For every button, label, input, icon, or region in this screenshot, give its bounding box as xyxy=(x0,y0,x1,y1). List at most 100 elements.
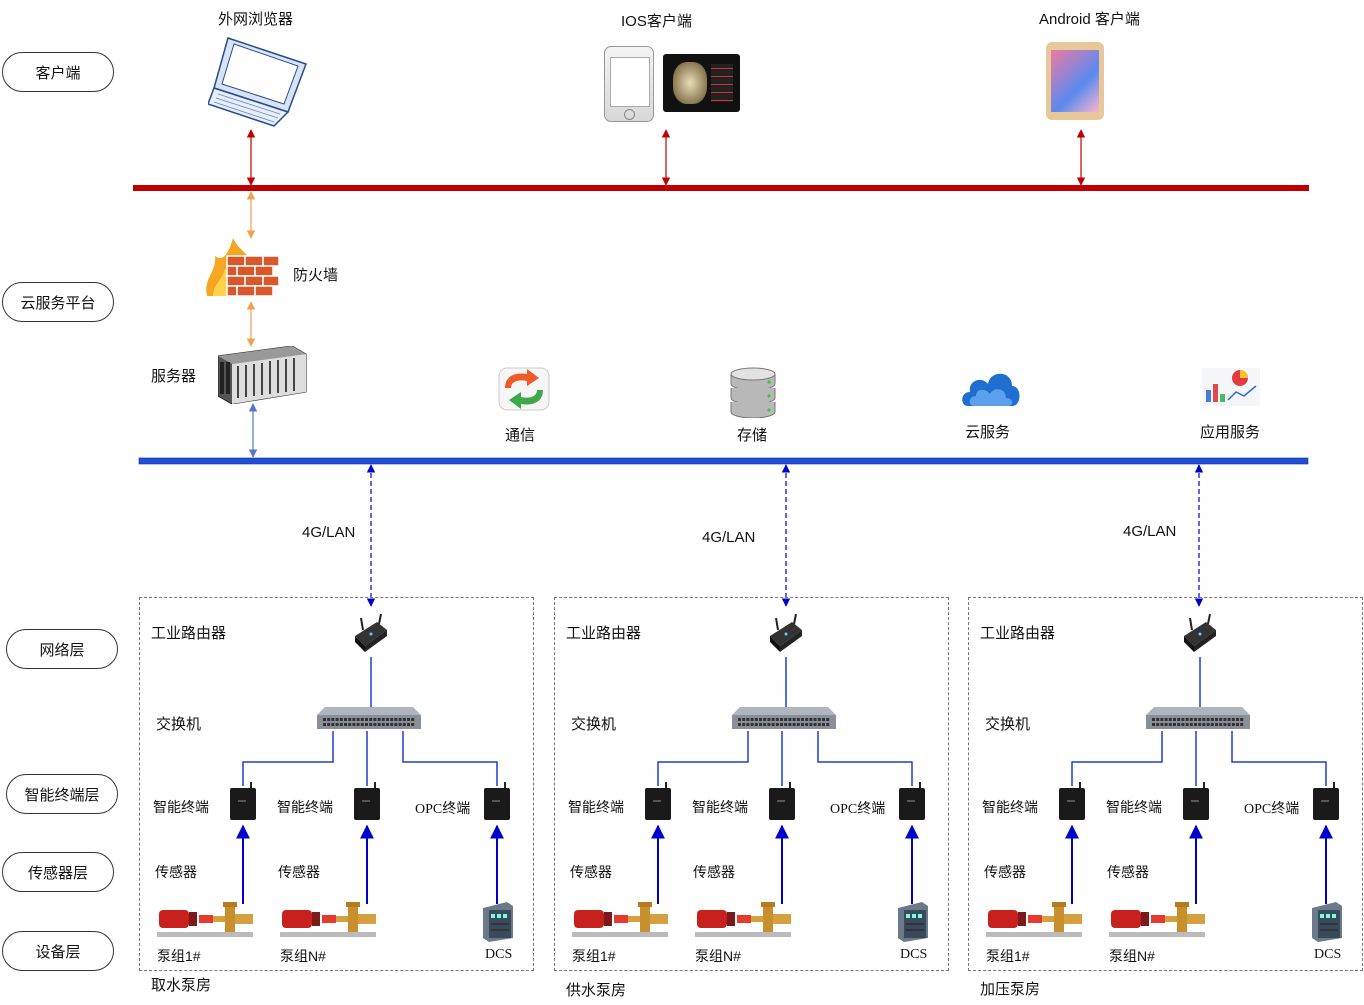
firewall-label: 防火墙 xyxy=(293,267,339,284)
layer-network: 网络层 xyxy=(6,629,118,669)
terminal-icon xyxy=(1181,782,1211,820)
iphone-icon xyxy=(604,46,654,122)
switch-terminal-1 xyxy=(657,731,749,786)
dcs-label: DCS xyxy=(485,947,513,962)
station-name-2: 供水泵房 xyxy=(566,982,627,999)
sensor-label-1: 传感器 xyxy=(155,864,197,880)
terminal-icon xyxy=(352,782,382,820)
layer-client: 客户端 xyxy=(2,52,114,92)
switch-label: 交换机 xyxy=(156,716,202,733)
firewall-icon xyxy=(206,238,280,297)
terminal-label-2: 智能终端 xyxy=(1106,799,1162,815)
link-label-2: 4G/LAN xyxy=(702,529,756,546)
dcs-cabinet-icon xyxy=(479,902,515,942)
device-label-1: 泵组1# xyxy=(986,948,1030,964)
client-bus xyxy=(133,185,1309,191)
terminal-label-1: 智能终端 xyxy=(568,799,624,815)
ios-label: IOS客户端 xyxy=(621,13,692,30)
station-region-1 xyxy=(139,597,534,971)
switch-label: 交换机 xyxy=(985,716,1031,733)
router-icon xyxy=(766,613,806,654)
dcs-cabinet-icon xyxy=(894,902,930,942)
device-label-1: 泵组1# xyxy=(157,948,201,964)
opc-terminal-label: OPC终端 xyxy=(415,802,471,817)
pump-icon xyxy=(693,902,793,938)
station-name-3: 加压泵房 xyxy=(980,981,1041,998)
laptop-icon xyxy=(208,37,307,127)
sensor-label-2: 传感器 xyxy=(278,864,320,880)
comm-label: 通信 xyxy=(505,427,536,444)
device-label-2: 泵组N# xyxy=(695,948,741,964)
terminal-icon xyxy=(1057,782,1087,820)
layer-sensor-label: 传感器层 xyxy=(27,864,88,882)
layer-terminal-label: 智能终端层 xyxy=(24,786,100,804)
app-dashboard-icon xyxy=(1202,368,1260,406)
dcs-label: DCS xyxy=(900,947,928,962)
router-label: 工业路由器 xyxy=(980,625,1056,642)
link-label-1: 4G/LAN xyxy=(302,524,356,541)
terminal-label-1: 智能终端 xyxy=(153,799,209,815)
layer-network-label: 网络层 xyxy=(39,641,85,659)
pump-icon xyxy=(1107,902,1207,938)
terminal-icon xyxy=(897,782,927,820)
server-rack-icon xyxy=(218,346,307,404)
layer-device-label: 设备层 xyxy=(35,943,81,961)
layer-terminal: 智能终端层 xyxy=(6,774,118,814)
terminal-label-2: 智能终端 xyxy=(277,799,333,815)
switch-icon xyxy=(1146,707,1250,731)
switch-label: 交换机 xyxy=(571,716,617,733)
router-icon xyxy=(351,613,391,654)
terminal-icon xyxy=(643,782,673,820)
tablet-icon xyxy=(663,54,740,112)
switch-terminal-3 xyxy=(402,731,498,786)
switch-terminal-1 xyxy=(1071,731,1163,786)
station-region-3 xyxy=(968,597,1363,971)
dcs-cabinet-icon xyxy=(1308,902,1344,942)
sensor-label-2: 传感器 xyxy=(693,864,735,880)
station-name-1: 取水泵房 xyxy=(151,977,212,994)
terminal-label-2: 智能终端 xyxy=(692,799,748,815)
cloud-service-label: 云服务 xyxy=(965,424,1011,441)
layer-client-label: 客户端 xyxy=(35,64,81,82)
cloud-icon xyxy=(962,373,1020,406)
switch-terminal-3 xyxy=(1231,731,1327,786)
sync-icon xyxy=(498,367,550,411)
switch-terminal-1 xyxy=(242,731,334,786)
sensor-label-2: 传感器 xyxy=(1107,864,1149,880)
router-label: 工业路由器 xyxy=(566,625,642,642)
opc-terminal-label: OPC终端 xyxy=(830,802,886,817)
layer-cloud: 云服务平台 xyxy=(2,282,114,322)
sensor-label-1: 传感器 xyxy=(984,864,1026,880)
storage-database-icon xyxy=(730,367,776,418)
cloud-bus xyxy=(138,457,1309,465)
sensor-label-1: 传感器 xyxy=(570,864,612,880)
router-label: 工业路由器 xyxy=(151,625,227,642)
terminal-label-1: 智能终端 xyxy=(982,799,1038,815)
switch-icon xyxy=(317,707,421,731)
pump-icon xyxy=(984,902,1084,938)
device-label-2: 泵组N# xyxy=(280,948,326,964)
browser-label: 外网浏览器 xyxy=(218,11,294,28)
app-service-label: 应用服务 xyxy=(1200,424,1261,441)
dcs-label: DCS xyxy=(1314,947,1342,962)
storage-label: 存储 xyxy=(737,427,768,444)
layer-cloud-label: 云服务平台 xyxy=(20,294,96,312)
android-phone-icon xyxy=(1046,42,1104,120)
layer-sensor: 传感器层 xyxy=(2,852,114,892)
terminal-icon xyxy=(482,782,512,820)
pump-icon xyxy=(155,902,255,938)
switch-icon xyxy=(732,707,836,731)
terminal-icon xyxy=(228,782,258,820)
server-label: 服务器 xyxy=(151,368,197,385)
switch-terminal-3 xyxy=(817,731,913,786)
layer-device: 设备层 xyxy=(2,931,114,971)
opc-terminal-label: OPC终端 xyxy=(1244,802,1300,817)
router-icon xyxy=(1180,613,1220,654)
pump-icon xyxy=(278,902,378,938)
terminal-icon xyxy=(767,782,797,820)
pump-icon xyxy=(570,902,670,938)
link-label-3: 4G/LAN xyxy=(1123,523,1177,540)
terminal-icon xyxy=(1311,782,1341,820)
android-label: Android 客户端 xyxy=(1039,11,1140,28)
